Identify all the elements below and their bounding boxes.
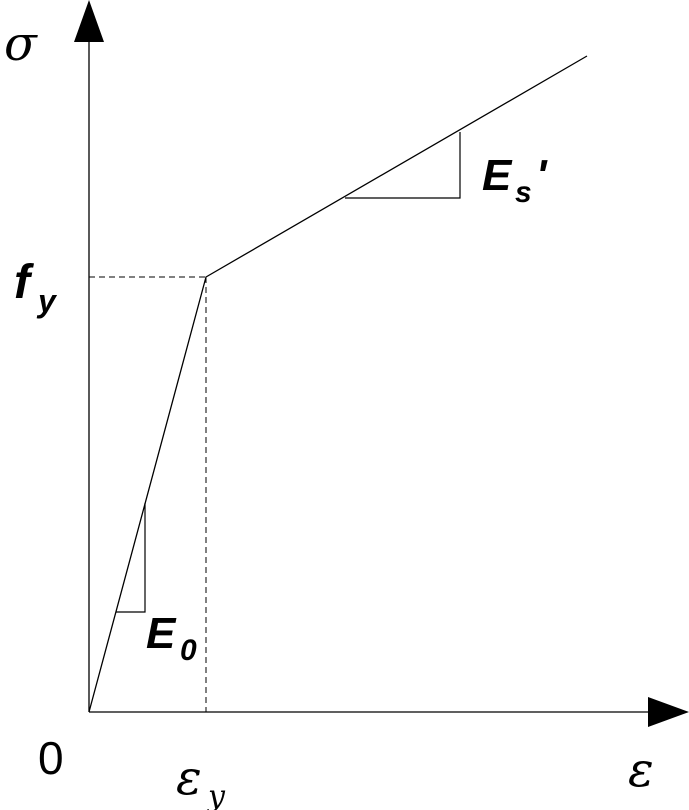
x-axis-arrowhead xyxy=(648,697,689,727)
y-axis-label: σ xyxy=(4,16,38,72)
hardening-modulus-subscript: s xyxy=(515,176,532,209)
initial-modulus-subscript: 0 xyxy=(180,634,197,667)
yield-strain-subscript: y xyxy=(206,779,226,810)
hardening-modulus-triangle xyxy=(345,132,461,199)
hardening-modulus-prime: ' xyxy=(536,151,548,200)
yield-strain-label: ε xyxy=(176,750,202,806)
y-axis-arrowhead xyxy=(74,0,104,42)
yield-stress-label: f xyxy=(14,256,34,309)
initial-modulus-triangle xyxy=(116,503,146,613)
origin-label: 0 xyxy=(38,732,64,784)
initial-modulus-label: E xyxy=(146,609,177,658)
bilinear-curve xyxy=(88,55,588,713)
hardening-modulus-label: E xyxy=(482,151,513,200)
yield-stress-subscript: y xyxy=(36,283,58,319)
x-axis-label: ε xyxy=(628,742,654,798)
